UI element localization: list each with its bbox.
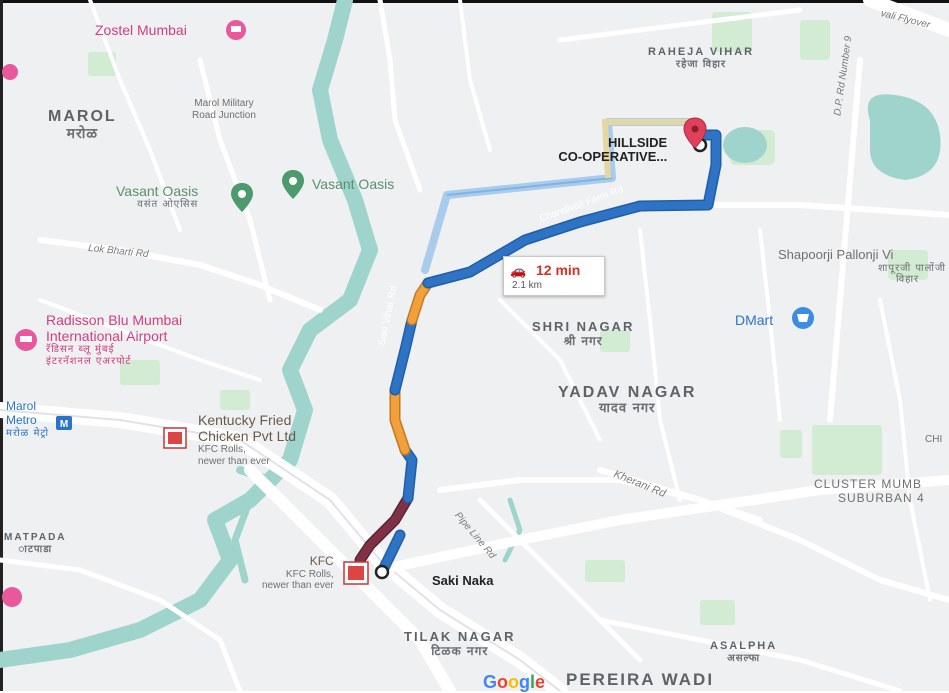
route-distance: 2.1 km <box>512 280 543 291</box>
area-shri-nagar: SHRI NAGAR श्री नगर <box>532 319 635 348</box>
route-main[interactable] <box>354 129 722 578</box>
origin-marker[interactable] <box>374 564 390 580</box>
route-alternative-edge <box>446 177 613 196</box>
poi-markers: M <box>2 20 814 607</box>
area-matpada: MATPADA ाटपाडा <box>4 532 67 555</box>
area-marol: MAROL मरोळ <box>48 108 117 143</box>
place-kfc-1[interactable]: Kentucky Fried Chicken Pvt Ltd KFC Rolls… <box>198 412 297 467</box>
park-areas <box>88 12 928 625</box>
area-raheja-vihar: RAHEJA VIHAR रहेजा विहार <box>648 46 755 70</box>
area-yadav-nagar: YADAV NAGAR यादव नगर <box>558 384 697 417</box>
metro-icon: M <box>56 416 72 430</box>
place-dmart[interactable]: DMart <box>735 312 774 328</box>
water-bodies <box>723 94 941 180</box>
google-logo: Google <box>483 672 545 693</box>
radisson-pin-icon <box>15 329 37 351</box>
area-asalpha: ASALPHA असल्फा <box>710 640 778 664</box>
place-cluster: CLUSTER MUMB SUBURBAN 4 <box>814 477 925 505</box>
place-zostel[interactable]: Zostel Mumbai <box>95 22 187 38</box>
place-kfc-2[interactable]: KFC KFC Rolls, newer than ever <box>262 554 334 592</box>
dmart-pin-icon <box>792 307 814 329</box>
destination-marker[interactable] <box>683 117 708 153</box>
place-vasant-oasis-2[interactable]: Vasant Oasis <box>312 176 395 192</box>
kfc-icon-2 <box>343 561 369 585</box>
place-shapoorji[interactable]: Shapoorji Pallonji Vi शापूरजी पालोंजी वि… <box>778 247 949 286</box>
area-pereira-wadi: PEREIRA WADI <box>566 670 715 689</box>
place-vasant-oasis[interactable]: Vasant Oasis वसंत ओएसिस <box>116 183 199 211</box>
left-edge-pin-icon <box>2 64 22 607</box>
place-chi: CHI <box>925 434 943 445</box>
kfc-icon <box>163 427 187 449</box>
route-alternative-tan <box>601 119 690 179</box>
google-logo-text: Google <box>483 672 546 692</box>
car-icon: 🚗 <box>510 263 527 278</box>
place-radisson[interactable]: Radisson Blu Mumbai International Airpor… <box>46 312 183 367</box>
destination-label[interactable]: HILLSIDE CO-OPERATIVE... <box>558 135 668 165</box>
place-marol-metro[interactable]: Marol Metro मरोळ मेट्रो <box>6 399 50 439</box>
svg-text:M: M <box>60 419 68 430</box>
area-tilak-nagar: TILAK NAGAR टिळक नगर <box>404 629 516 658</box>
place-marol-military: Marol Military Road Junction <box>192 98 256 121</box>
vasant-oasis-pin-icon-2 <box>282 170 304 199</box>
vasant-oasis-pin-icon <box>231 183 253 212</box>
place-saki-naka[interactable]: Saki Naka <box>432 573 494 588</box>
route-time: 12 min <box>536 262 581 278</box>
zostel-pin-icon <box>226 20 246 40</box>
route-time-callout[interactable]: 🚗 12 min 2.1 km <box>503 256 605 296</box>
